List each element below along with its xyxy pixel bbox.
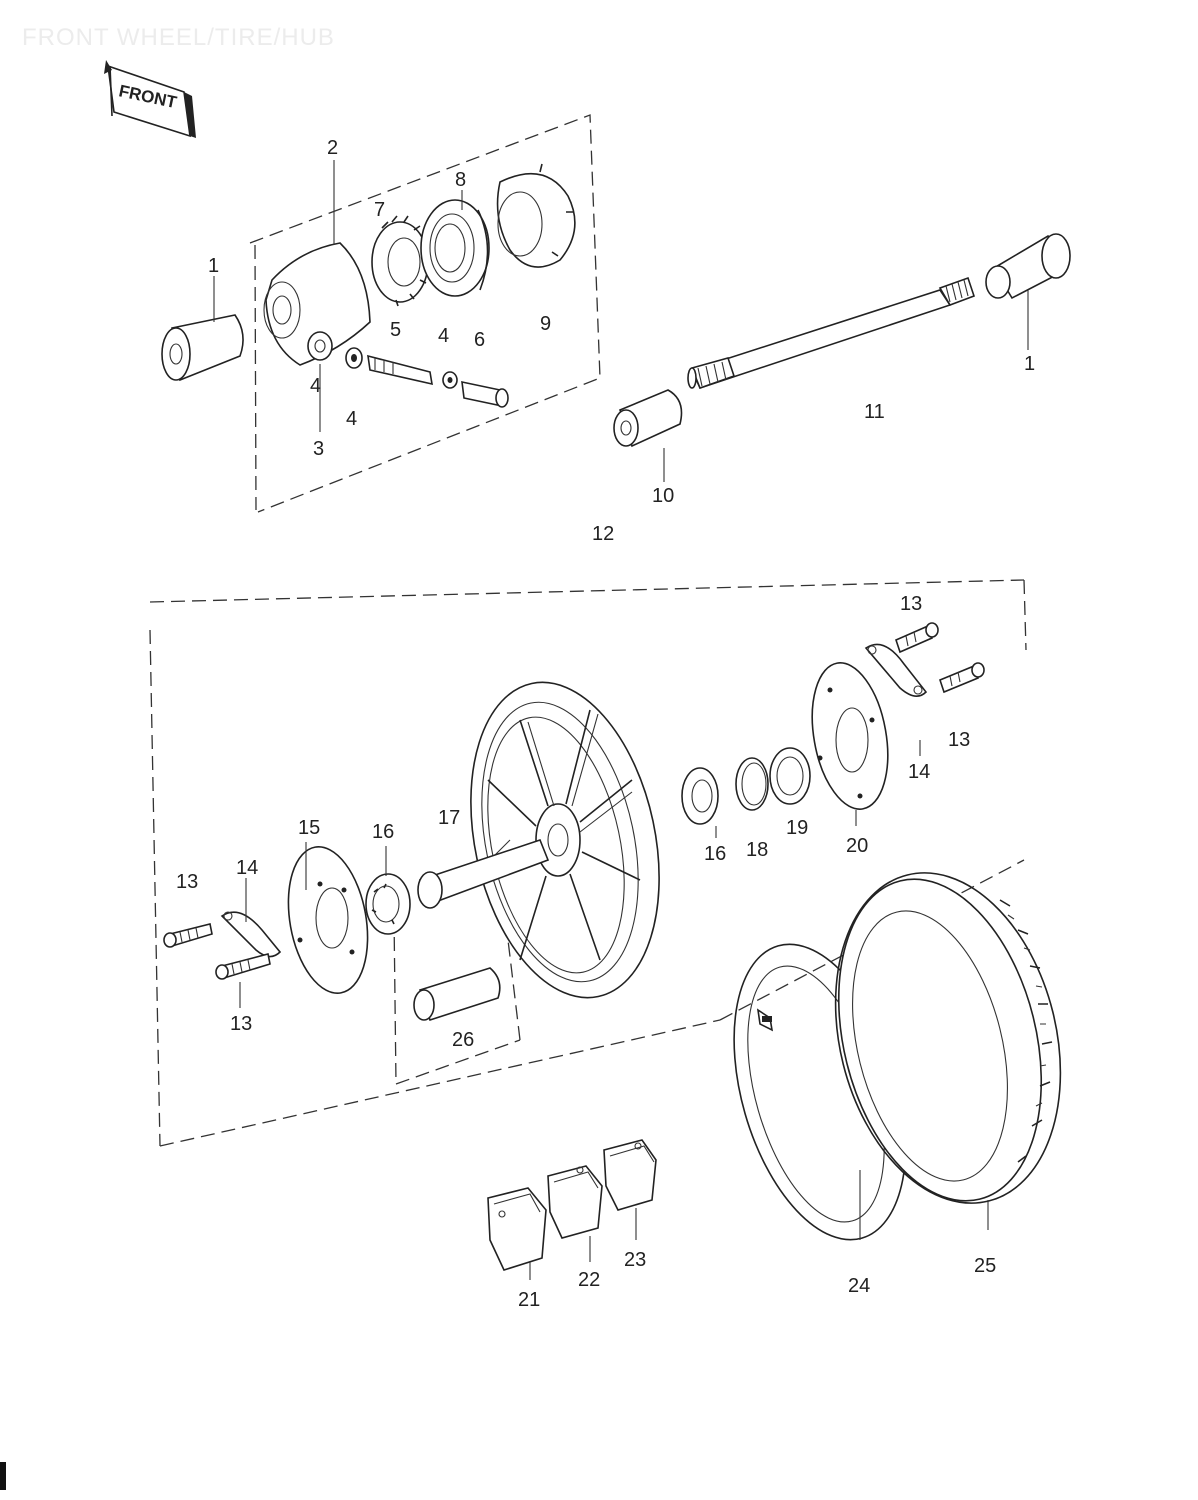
part-collar-left bbox=[161, 314, 244, 382]
part-bearing-left bbox=[365, 873, 411, 935]
part-brake-disc-right bbox=[811, 662, 889, 810]
callout-24: 24 bbox=[848, 1275, 870, 1297]
callout-13: 13 bbox=[948, 729, 970, 751]
part-bushing bbox=[461, 380, 509, 408]
part-tire bbox=[834, 872, 1062, 1204]
callout-16: 16 bbox=[704, 843, 726, 865]
callout-19: 19 bbox=[786, 817, 808, 839]
page-edge-mark bbox=[0, 1462, 6, 1490]
callout-16: 16 bbox=[372, 821, 394, 843]
part-brake-disc-left bbox=[287, 846, 369, 994]
callout-13: 13 bbox=[230, 1013, 252, 1035]
part-gear-housing bbox=[263, 242, 371, 366]
page-title: FRONT WHEEL/TIRE/HUB bbox=[22, 24, 335, 51]
callout-1: 1 bbox=[1024, 353, 1035, 375]
callout-9: 9 bbox=[540, 313, 551, 335]
part-bolt-left-2 bbox=[215, 953, 271, 980]
callout-13: 13 bbox=[176, 871, 198, 893]
callout-26: 26 bbox=[452, 1029, 474, 1051]
callout-20: 20 bbox=[846, 835, 868, 857]
part-axle-spacer bbox=[613, 389, 683, 448]
callout-25: 25 bbox=[974, 1255, 996, 1277]
callout-3: 3 bbox=[313, 438, 324, 460]
callout-7: 7 bbox=[374, 199, 385, 221]
part-axle bbox=[687, 276, 976, 390]
part-brake-pad-22 bbox=[547, 1165, 603, 1239]
leader-lines-lower bbox=[239, 740, 989, 1280]
callout-17: 17 bbox=[438, 807, 460, 829]
part-collar-right bbox=[985, 233, 1071, 300]
callout-1: 1 bbox=[208, 255, 219, 277]
callout-13: 13 bbox=[900, 593, 922, 615]
part-hub-spacer bbox=[413, 967, 501, 1022]
part-brake-pad-23 bbox=[603, 1139, 657, 1211]
leader-lines-upper bbox=[213, 160, 1029, 482]
callout-22: 22 bbox=[578, 1269, 600, 1291]
front-direction-badge: FRONT bbox=[104, 60, 196, 138]
callout-14: 14 bbox=[908, 761, 930, 783]
callout-4: 4 bbox=[346, 408, 357, 430]
callout-8: 8 bbox=[455, 169, 466, 191]
part-washer-1 bbox=[345, 347, 363, 369]
callout-labels: 1 2 3 4 4 4 5 6 7 8 9 1 11 10 12 13 13 1… bbox=[176, 137, 1035, 1311]
part-oil-seal-lower bbox=[769, 747, 811, 805]
part-lock-plate-left bbox=[220, 911, 282, 958]
callout-2: 2 bbox=[327, 137, 338, 159]
part-bearing-right bbox=[681, 767, 719, 825]
callout-23: 23 bbox=[624, 1249, 646, 1271]
callout-4: 4 bbox=[310, 375, 321, 397]
callout-21: 21 bbox=[518, 1289, 540, 1311]
callout-18: 18 bbox=[746, 839, 768, 861]
callout-4: 4 bbox=[438, 325, 449, 347]
part-pinion-shaft bbox=[367, 354, 433, 386]
part-speedo-gear bbox=[371, 215, 430, 307]
part-cast-wheel bbox=[469, 681, 660, 999]
part-bolt-left-1 bbox=[163, 923, 213, 948]
part-lock-plate-right bbox=[864, 643, 928, 697]
part-washer-2 bbox=[442, 371, 458, 389]
callout-11: 11 bbox=[864, 401, 885, 423]
part-oil-seal-upper bbox=[420, 199, 490, 297]
upper-group-outline bbox=[249, 114, 601, 513]
part-hub-sleeve bbox=[417, 839, 550, 909]
callout-5: 5 bbox=[390, 319, 401, 341]
part-circlip bbox=[735, 757, 769, 811]
part-bolt-right-2 bbox=[939, 662, 985, 694]
part-gear-drive bbox=[496, 163, 576, 268]
part-bolt-right-1 bbox=[895, 622, 939, 654]
callout-15: 15 bbox=[298, 817, 320, 839]
callout-6: 6 bbox=[474, 329, 485, 351]
callout-12: 12 bbox=[592, 523, 614, 545]
callout-14: 14 bbox=[236, 857, 258, 879]
part-brake-pad-21 bbox=[487, 1187, 547, 1271]
callout-10: 10 bbox=[652, 485, 674, 507]
